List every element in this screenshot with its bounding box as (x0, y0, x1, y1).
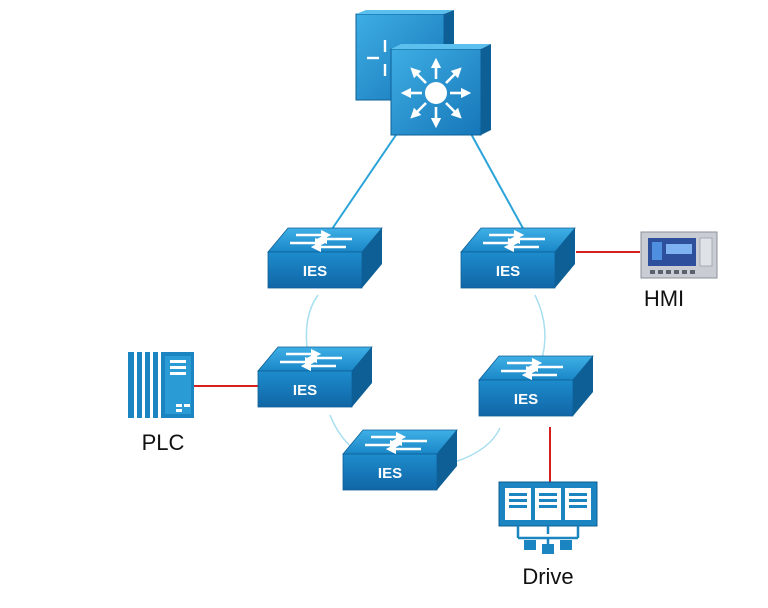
switch-front-face (267, 251, 363, 289)
drive-label: Drive (522, 564, 573, 589)
switch-ies-3[interactable]: IES (257, 346, 373, 408)
uplink-right (469, 131, 526, 233)
switch-ies-5[interactable]: IES (342, 429, 458, 491)
hmi-label: HMI (644, 286, 684, 311)
switch-label: IES (303, 263, 327, 280)
switch-front-face (342, 453, 438, 491)
switch-label: IES (378, 465, 402, 482)
plc-label: PLC (142, 430, 185, 455)
switching-arrows-icon (290, 229, 352, 253)
switching-arrows-icon (483, 229, 545, 253)
drive-device[interactable]: Drive (498, 481, 598, 589)
ring-link-5-4 (454, 427, 501, 463)
core-switch-stack[interactable] (355, 10, 491, 136)
core-switch-front (390, 44, 491, 136)
switch-label: IES (496, 263, 520, 280)
ies-switches: IES IES IES IES IES (257, 227, 594, 491)
switching-arrows-icon (280, 348, 342, 372)
switch-ies-4[interactable]: IES (478, 355, 594, 417)
switch-label: IES (293, 382, 317, 399)
switching-arrows-icon (365, 431, 427, 455)
switch-side-face (362, 228, 382, 288)
switch-ies-1[interactable]: IES (267, 227, 383, 289)
switch-label: IES (514, 391, 538, 408)
router-arrows-icon (400, 57, 472, 129)
switch-side-face (437, 430, 457, 490)
switch-front-face (460, 251, 556, 289)
drive-unit-icon (498, 481, 598, 554)
switching-arrows-icon (501, 357, 563, 381)
uplinks (329, 131, 526, 233)
hmi-panel-icon (640, 231, 718, 279)
ring-link-3-4 (534, 294, 546, 366)
plc-rack-icon (128, 352, 194, 418)
device-links (194, 251, 640, 482)
switch-ies-2[interactable]: IES (460, 227, 576, 289)
plc-device[interactable]: PLC (128, 352, 194, 455)
switch-side-face (573, 356, 593, 416)
hmi-device[interactable]: HMI (640, 231, 718, 311)
switch-front-face (257, 370, 353, 408)
uplink-left (329, 131, 399, 233)
switch-side-face (352, 347, 372, 407)
switch-front-face (478, 379, 574, 417)
switch-side-face (555, 228, 575, 288)
